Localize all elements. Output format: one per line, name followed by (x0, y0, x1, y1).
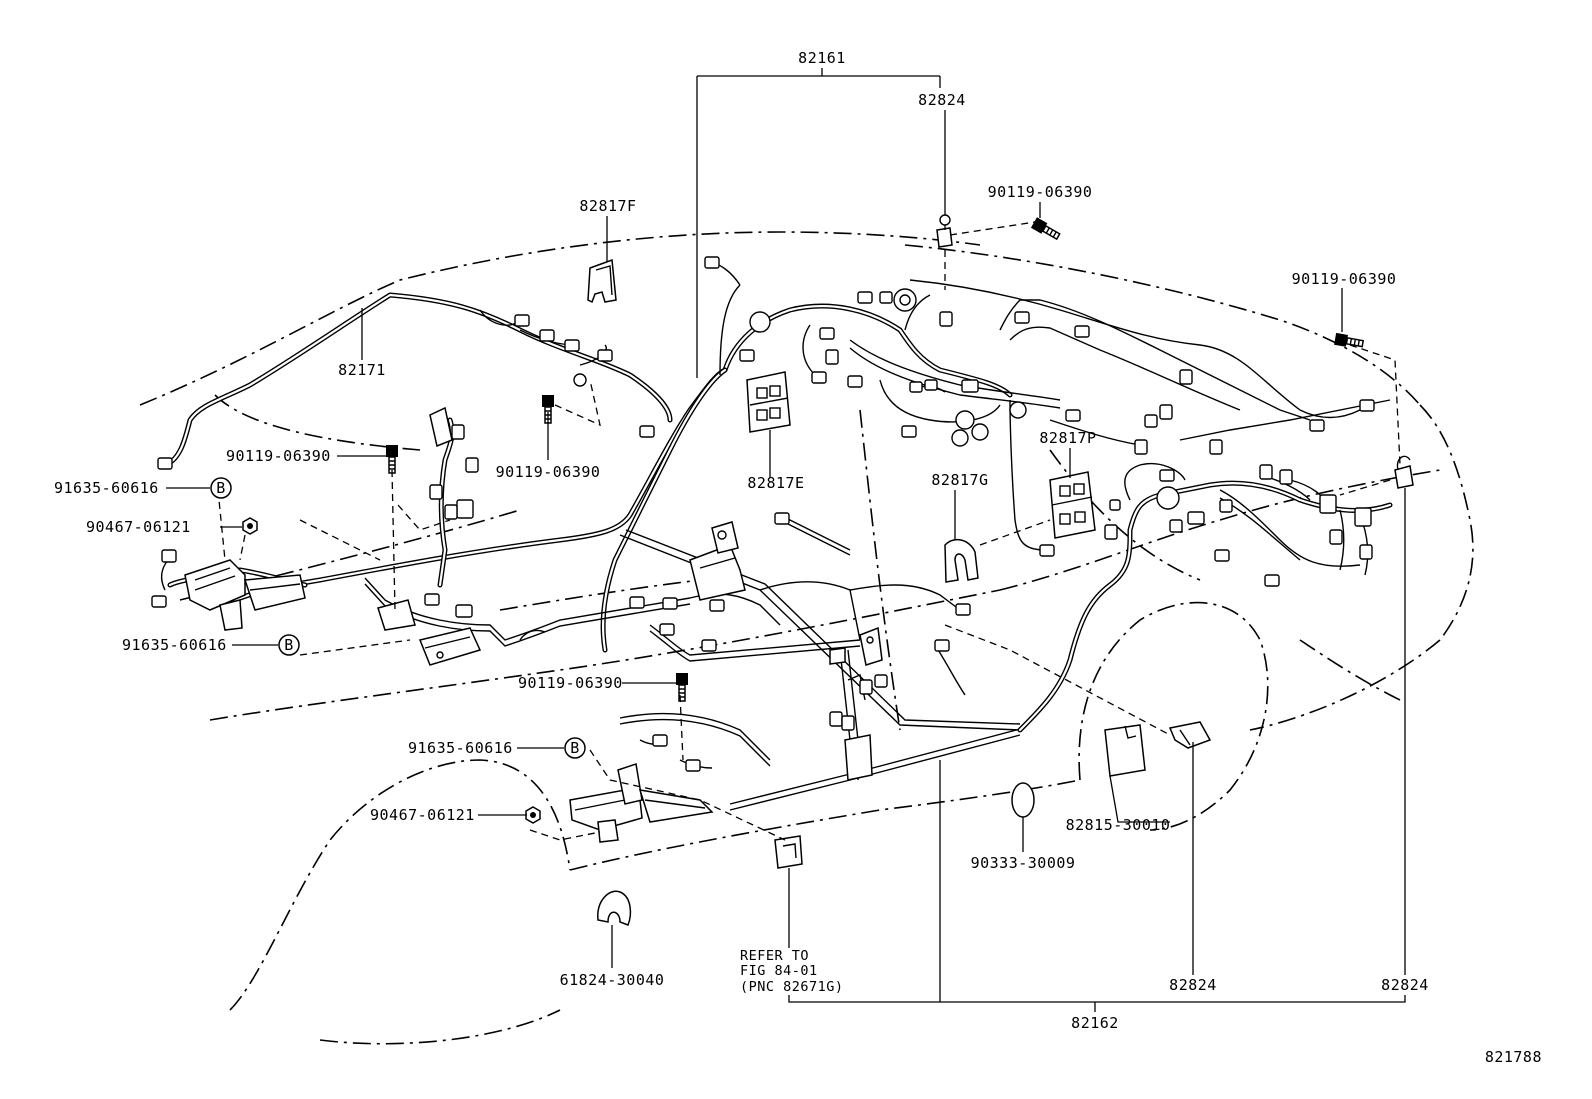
vehicle-body-outline (139, 231, 1474, 1045)
parts (587, 214, 1414, 926)
label-90119-06390-top: 90119-06390 (988, 183, 1093, 201)
part-refer-connector (774, 835, 803, 869)
label-90467-06121-1: 90467-06121 (86, 518, 191, 536)
leader-lines (166, 68, 1406, 1012)
floor-harness-main (232, 256, 1061, 653)
floor-harness-rails (364, 512, 1021, 811)
part-82815-30010 (1104, 724, 1146, 777)
label-82162: 82162 (1071, 1014, 1119, 1032)
part-labels: 82161 82824 90119-06390 90119-06390 8281… (54, 49, 1542, 1066)
marker-b-text: B (570, 739, 580, 757)
roof-harness (157, 292, 673, 470)
label-refer-line-1: REFER TO (740, 948, 809, 964)
label-82824-top: 82824 (918, 91, 966, 109)
bolt-icon (386, 445, 398, 474)
label-90467-06121-2: 90467-06121 (370, 806, 475, 824)
figure-number: 821788 (1485, 1048, 1542, 1066)
marker-b-text: B (284, 636, 294, 654)
label-82817G: 82817G (931, 471, 988, 489)
label-90333-30009: 90333-30009 (971, 854, 1076, 872)
label-refer-line-3: (PNC 82671G) (740, 979, 844, 995)
label-91635-60616-1: 91635-60616 (54, 479, 159, 497)
marker-b-2: B (278, 634, 300, 656)
bolt-icon (676, 673, 688, 702)
rear-harness (909, 279, 1393, 733)
nut-icon (242, 517, 258, 535)
part-82817P (1049, 471, 1096, 539)
label-82824-bottom-1: 82824 (1169, 976, 1217, 994)
label-61824-30040: 61824-30040 (560, 971, 665, 989)
label-82815-30010: 82815-30010 (1066, 816, 1171, 834)
center-brackets (689, 521, 888, 781)
label-82824-bottom-2: 82824 (1381, 976, 1429, 994)
bolt-icon (1334, 332, 1365, 348)
marker-b-1: B (210, 477, 232, 499)
label-90119-06390-left: 90119-06390 (226, 447, 331, 465)
part-82824-top (936, 227, 953, 248)
label-refer-line-2: FIG 84-01 (740, 963, 818, 979)
bolt-icon (1030, 217, 1061, 241)
label-91635-60616-3: 91635-60616 (408, 739, 513, 757)
part-82824-right (1394, 465, 1414, 489)
label-82817E: 82817E (747, 474, 804, 492)
lower-left-bracket (569, 763, 714, 843)
marker-b-3: B (564, 737, 586, 759)
label-90119-06390-right: 90119-06390 (1292, 270, 1397, 288)
part-82817G (944, 538, 979, 583)
part-82817F (587, 258, 617, 304)
label-82817P: 82817P (1039, 429, 1096, 447)
part-90333-30009 (1011, 782, 1035, 818)
part-82824-lower (1168, 721, 1212, 749)
label-82161: 82161 (798, 49, 846, 67)
label-91635-60616-2: 91635-60616 (122, 636, 227, 654)
marker-b-text: B (216, 479, 226, 497)
installation-dashes (217, 221, 1401, 841)
part-61824-30040 (597, 890, 632, 926)
label-82817F: 82817F (579, 197, 636, 215)
left-front-harness (151, 406, 482, 666)
label-82171: 82171 (338, 361, 386, 379)
nut-icon (525, 806, 541, 824)
label-90119-06390-mid: 90119-06390 (496, 463, 601, 481)
label-90119-06390-low: 90119-06390 (518, 674, 623, 692)
